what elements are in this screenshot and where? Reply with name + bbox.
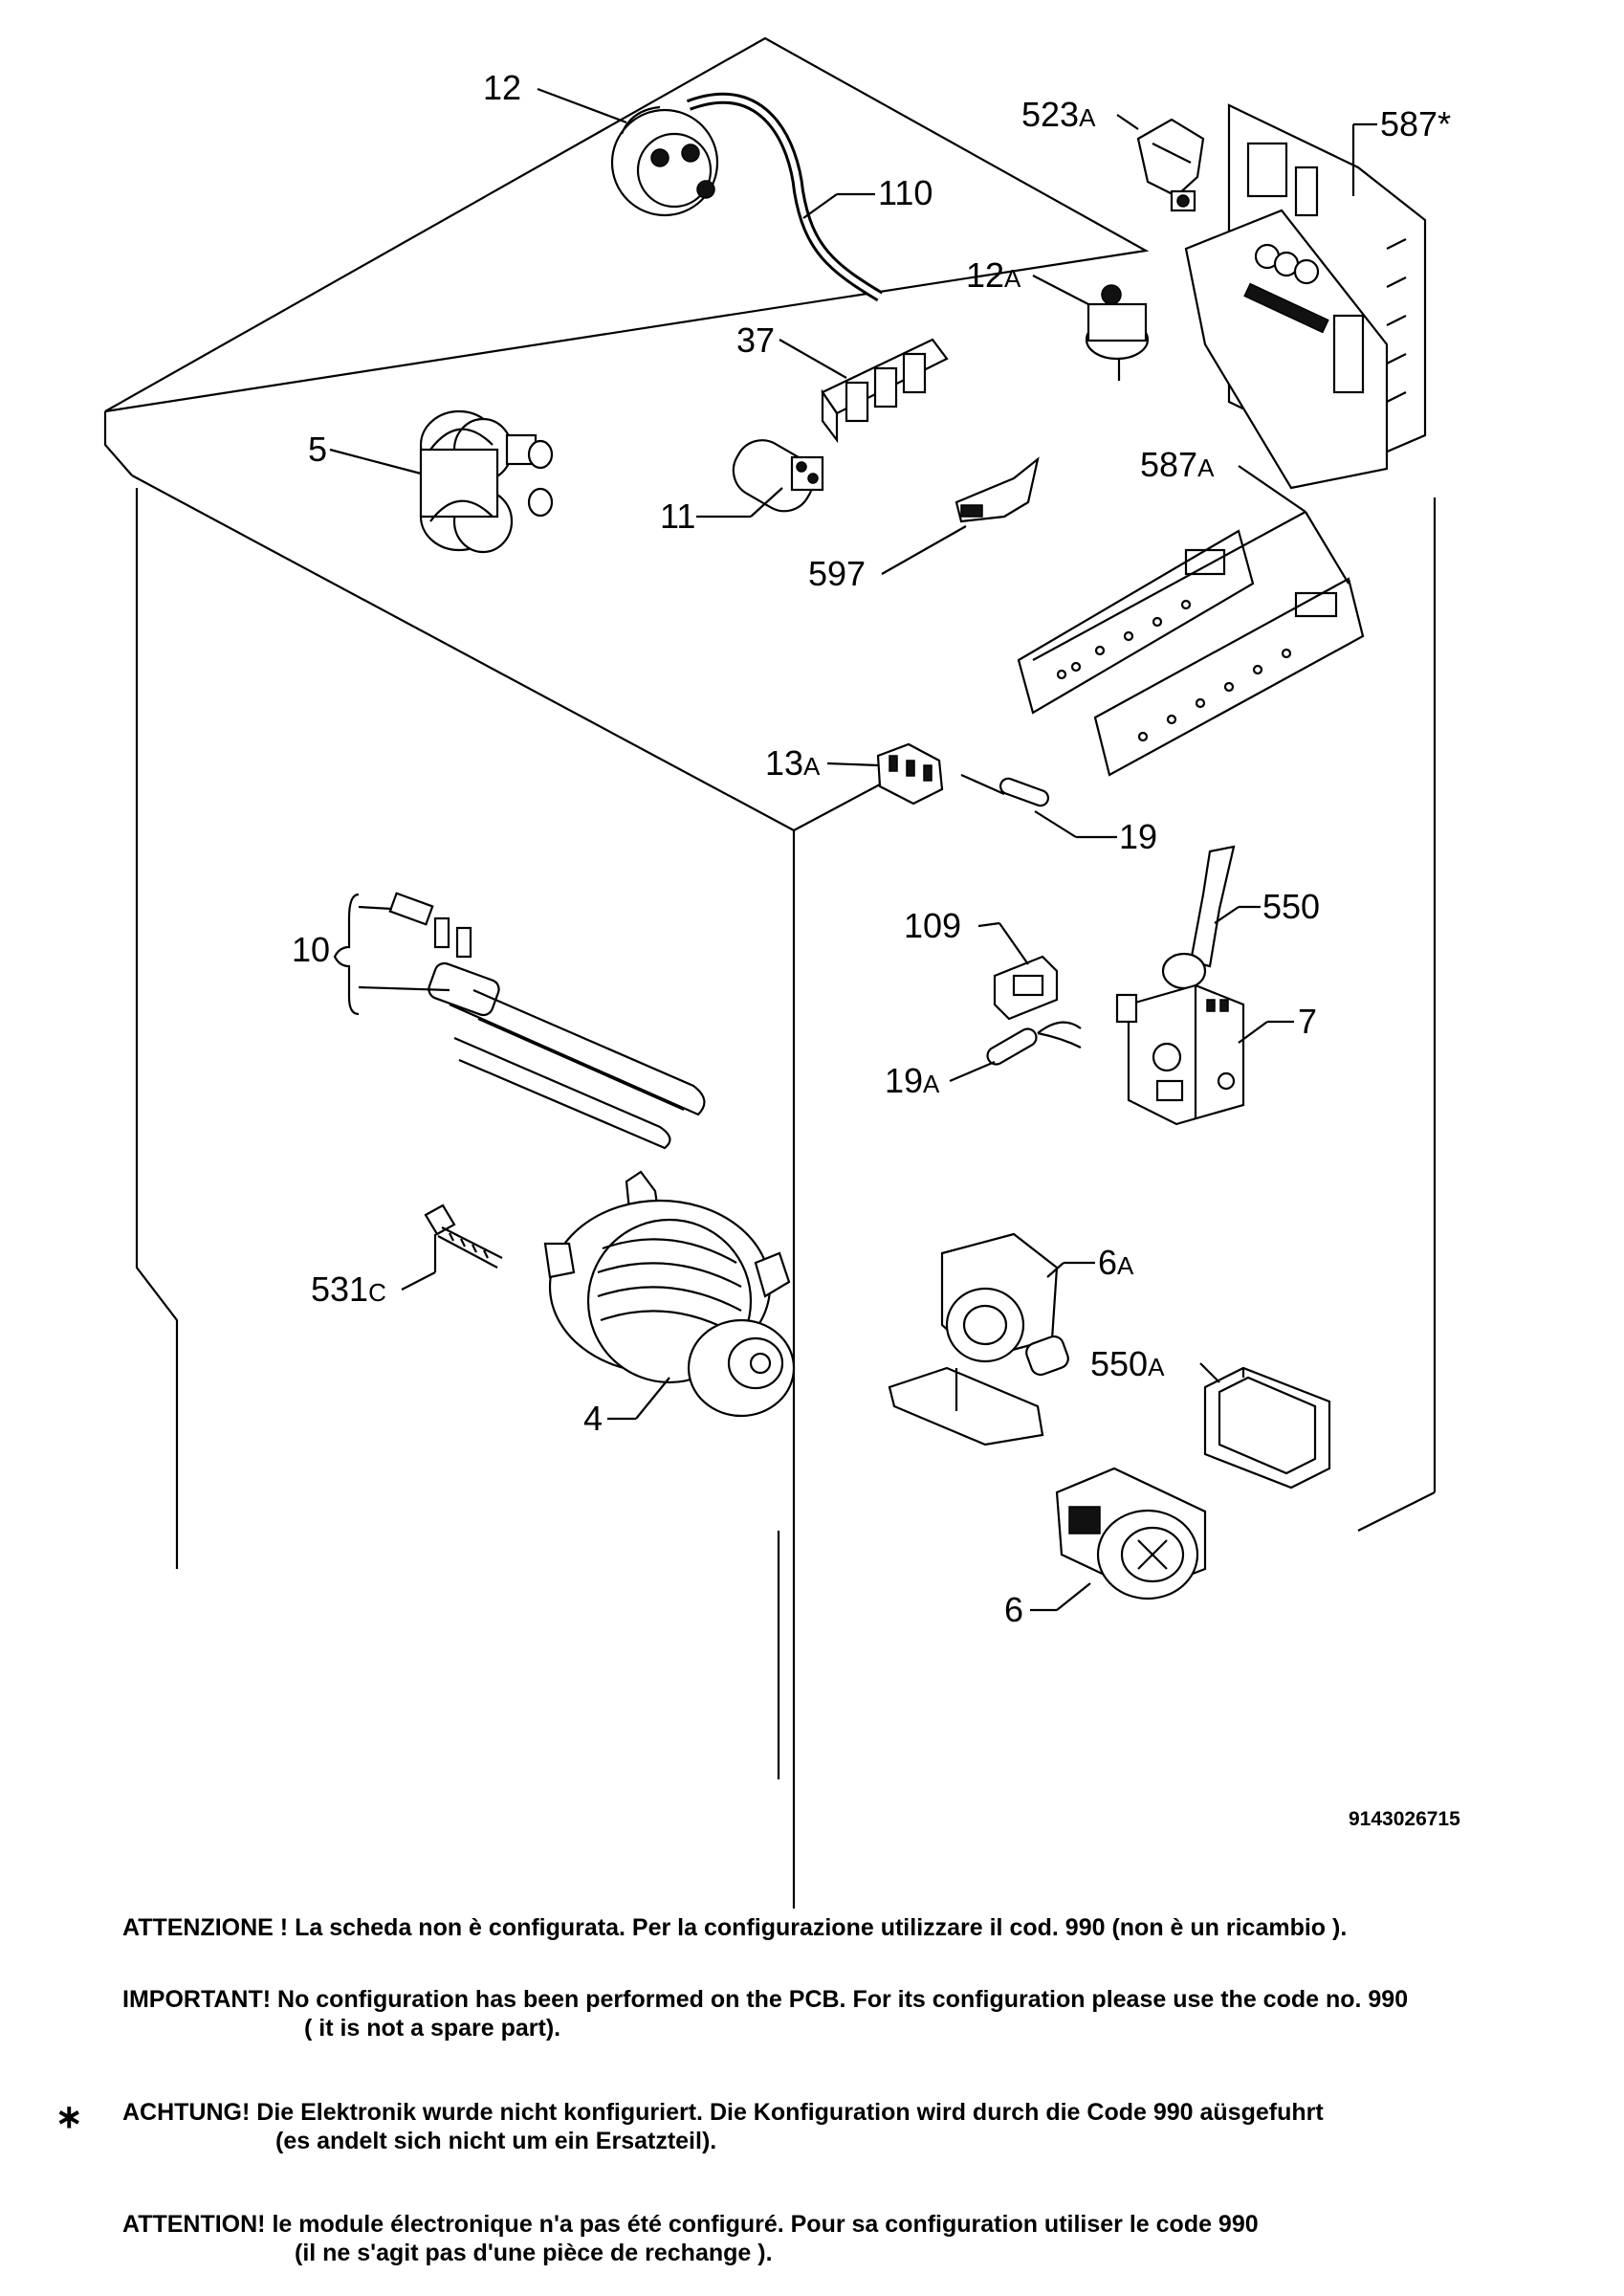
asterisk-marker: ∗ xyxy=(55,2099,83,2135)
part-5-inlet-valve xyxy=(419,409,554,554)
part-19-sensor xyxy=(960,773,1050,807)
note-english: IMPORTANT! No configuration has been per… xyxy=(122,1985,1408,2042)
label-6a: 6A xyxy=(1098,1243,1134,1282)
note-german-line1: ACHTUNG! Die Elektronik wurde nicht konf… xyxy=(122,2099,1324,2126)
part-6-pump-head xyxy=(1055,1467,1207,1601)
label-19: 19 xyxy=(1119,817,1157,856)
label-587a: 587A xyxy=(1140,445,1215,484)
part-523a-connector xyxy=(1136,118,1205,212)
label-10: 10 xyxy=(292,930,330,969)
part-13a-terminal xyxy=(876,742,944,806)
part-10-heating-element xyxy=(388,892,706,1150)
label-6: 6 xyxy=(1004,1590,1023,1629)
part-labels: 12 110 523A 587* 12A 37 5 11 597 587A 13… xyxy=(292,68,1460,1830)
note-german-line2: (es andelt sich nicht um ein Ersatzteil)… xyxy=(275,2128,717,2154)
label-531c: 531C xyxy=(311,1269,386,1309)
part-110-hose xyxy=(686,93,884,302)
part-12a-pressure-switch xyxy=(1085,284,1150,381)
label-587-star: 587* xyxy=(1380,104,1451,144)
part-11-capacitor xyxy=(732,439,824,513)
label-550a: 550A xyxy=(1090,1344,1165,1383)
part-550a-cover xyxy=(1203,1366,1331,1490)
note-italian: ATTENZIONE ! La scheda non è configurata… xyxy=(122,1914,1348,1941)
note-english-line1: IMPORTANT! No configuration has been per… xyxy=(122,1986,1409,2013)
label-110: 110 xyxy=(878,173,933,212)
part-597-clip xyxy=(955,456,1040,523)
label-37: 37 xyxy=(736,320,775,360)
part-6a-pump xyxy=(888,1232,1069,1446)
label-523a: 523A xyxy=(1021,95,1096,134)
label-12a: 12A xyxy=(966,255,1021,295)
note-french: ATTENTION! le module électronique n'a pa… xyxy=(122,2210,1259,2267)
label-19a: 19A xyxy=(885,1061,940,1100)
part-37-terminal-block xyxy=(821,338,949,444)
part-587-control-module xyxy=(1184,103,1427,490)
label-11: 11 xyxy=(660,497,695,536)
label-4: 4 xyxy=(583,1399,603,1438)
drawing-code: 9143026715 xyxy=(1349,1808,1460,1830)
part-19a-sensor xyxy=(986,1021,1082,1066)
label-7: 7 xyxy=(1298,1002,1317,1041)
part-109-holder xyxy=(993,955,1059,1021)
part-12-inlet-hub xyxy=(610,105,719,217)
part-587a-display-pcb xyxy=(1017,529,1365,777)
note-german-block: ACHTUNG! Die Elektronik wurde nicht konf… xyxy=(122,2098,1324,2155)
part-7-door-lock xyxy=(1115,983,1245,1126)
part-4-pump-motor xyxy=(543,1170,796,1418)
label-550: 550 xyxy=(1262,887,1320,926)
part-531c-screw xyxy=(424,1203,503,1269)
leader-lines xyxy=(329,87,1377,1612)
label-13a: 13A xyxy=(765,743,821,783)
label-12: 12 xyxy=(483,68,521,107)
label-597: 597 xyxy=(808,554,866,593)
note-french-line1: ATTENTION! le module électronique n'a pa… xyxy=(122,2211,1259,2238)
label-5: 5 xyxy=(308,430,327,469)
note-english-line2: ( it is not a spare part). xyxy=(304,2015,561,2042)
label-109: 109 xyxy=(904,906,961,945)
note-french-line2: (il ne s'agit pas d'une pièce de rechang… xyxy=(295,2240,773,2266)
